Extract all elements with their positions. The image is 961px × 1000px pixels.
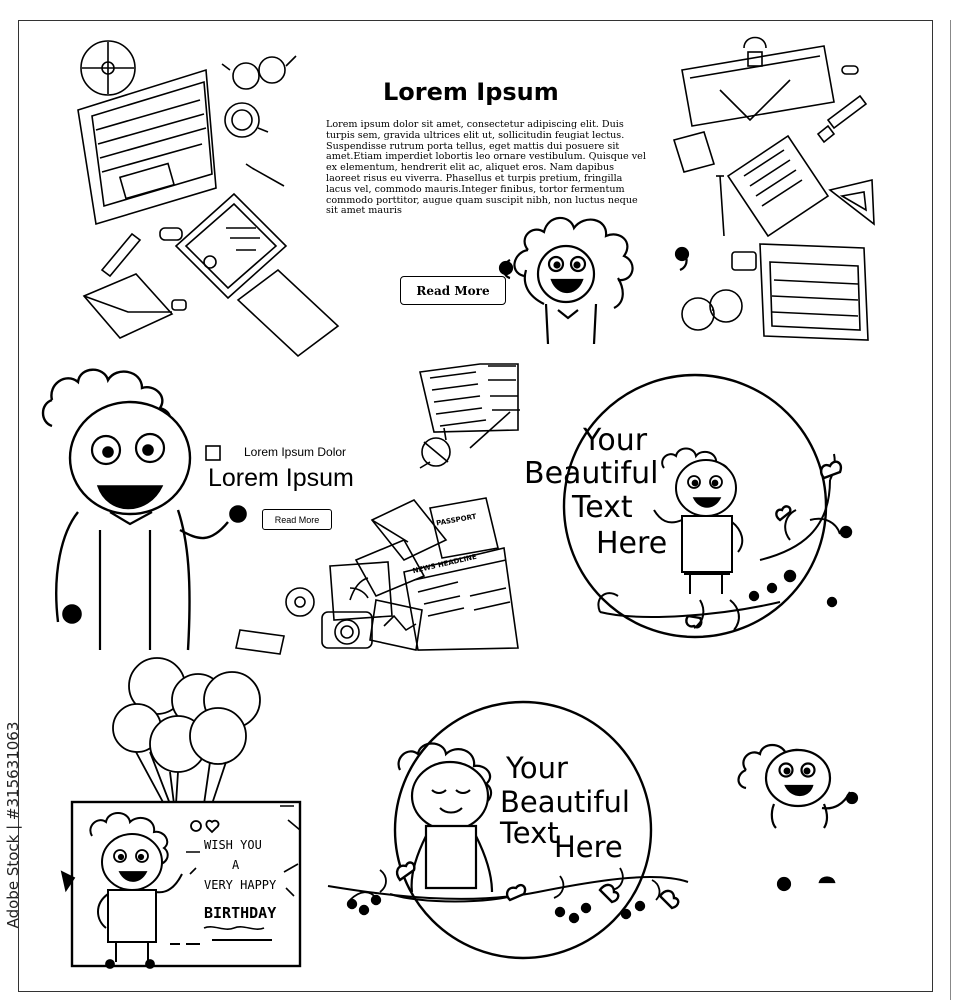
panel1-body-text: Lorem ipsum dolor sit amet, consectetur … [326, 120, 646, 217]
card-line-4: BIRTHDAY [204, 904, 277, 922]
panel2-title: Lorem Ipsum [208, 464, 354, 492]
panel1-title: Lorem Ipsum [383, 78, 559, 106]
panel2-read-more-button[interactable]: Read More [262, 509, 332, 530]
panel2-illustration [41, 363, 520, 655]
panel1-character-illustration [498, 216, 690, 345]
artwork-frame [18, 20, 933, 992]
panel5-line-3: Text [500, 816, 559, 850]
card-line-1: WISH YOU [204, 838, 262, 852]
panel5-line-1: Your [506, 751, 568, 785]
panel1-read-more-button[interactable]: Read More [400, 276, 506, 305]
panel3-circle-frame-illustration [562, 373, 853, 639]
panel3-line-4: Here [596, 526, 668, 561]
divider [950, 20, 951, 1000]
panel3-line-2: Beautiful [524, 456, 659, 491]
panel3-line-3: Text [572, 490, 633, 525]
panel5-line-2: Beautiful [500, 785, 630, 819]
panel2-subtitle: Lorem Ipsum Dolor [244, 445, 347, 459]
card-line-3: VERY HAPPY [204, 878, 277, 892]
card-line-2: A [232, 858, 240, 872]
panel5-line-4: Here [554, 830, 623, 864]
panel3-line-1: Your [583, 423, 648, 458]
panel1-desk-illustration [77, 36, 875, 358]
